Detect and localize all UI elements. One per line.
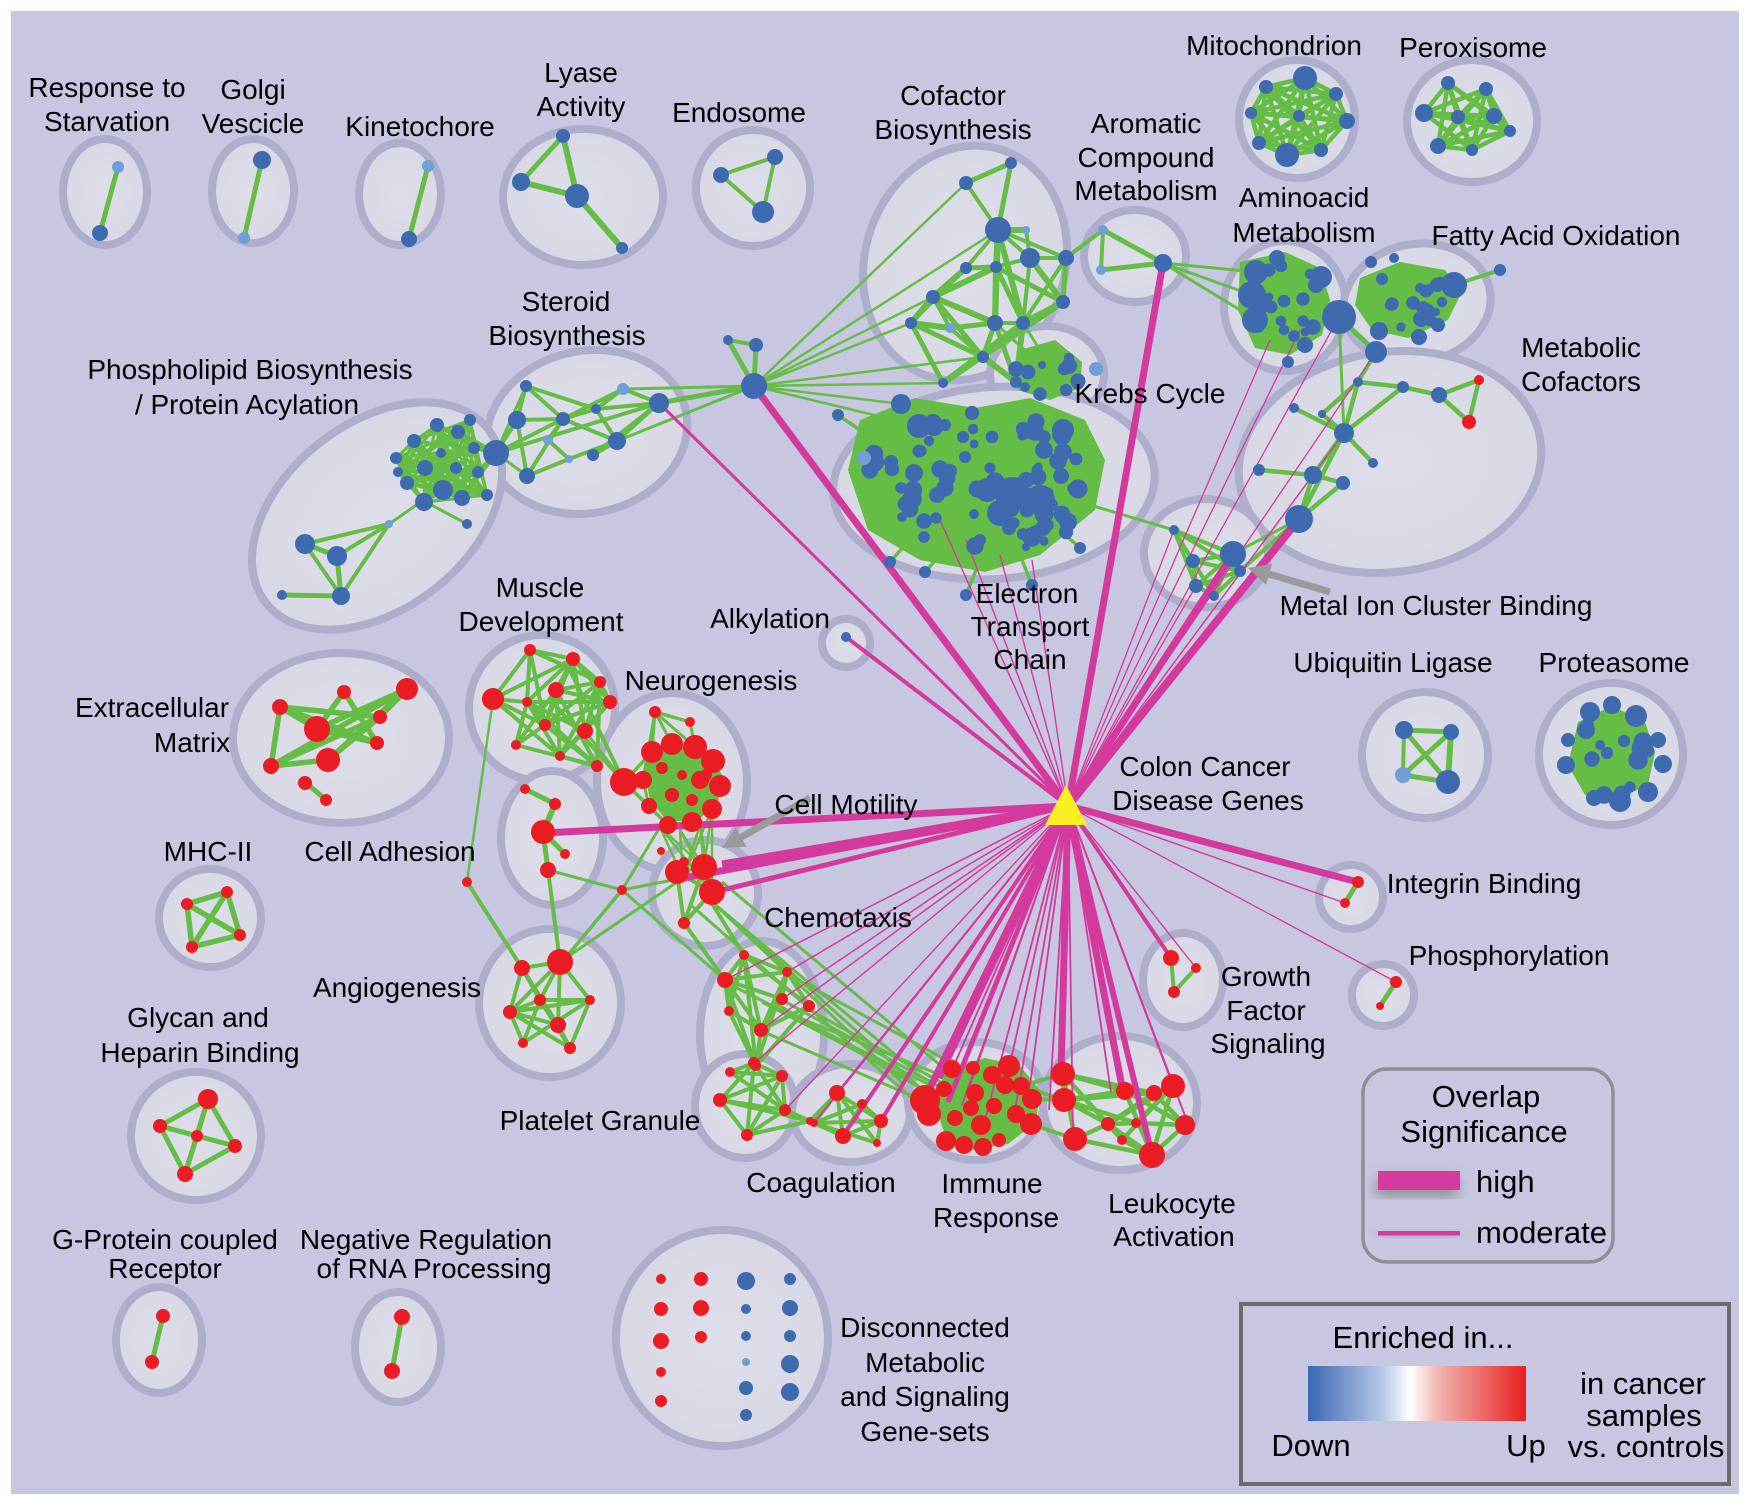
- svg-text:Metabolism: Metabolism: [1232, 217, 1375, 248]
- svg-text:Muscle: Muscle: [496, 572, 585, 603]
- svg-text:Biosynthesis: Biosynthesis: [488, 320, 645, 351]
- svg-text:Colon Cancer: Colon Cancer: [1119, 751, 1290, 782]
- svg-text:Matrix: Matrix: [154, 727, 230, 758]
- svg-text:and Signaling: and Signaling: [840, 1381, 1010, 1412]
- svg-text:Lyase: Lyase: [544, 57, 618, 88]
- svg-text:Cell Adhesion: Cell Adhesion: [304, 836, 475, 867]
- svg-text:Disconnected: Disconnected: [840, 1312, 1010, 1343]
- svg-text:vs. controls: vs. controls: [1568, 1429, 1725, 1464]
- svg-text:Cofactors: Cofactors: [1521, 366, 1641, 397]
- svg-text:Metabolism: Metabolism: [1074, 175, 1217, 206]
- svg-text:Growth: Growth: [1221, 961, 1311, 992]
- svg-text:Extracellular: Extracellular: [75, 692, 229, 723]
- svg-text:Negative Regulation: Negative Regulation: [300, 1224, 552, 1255]
- svg-text:Phospholipid Biosynthesis: Phospholipid Biosynthesis: [87, 354, 412, 385]
- svg-text:of RNA Processing: of RNA Processing: [317, 1253, 552, 1284]
- svg-text:Starvation: Starvation: [44, 106, 170, 137]
- svg-text:Electron: Electron: [976, 578, 1079, 609]
- svg-text:Coagulation: Coagulation: [746, 1167, 895, 1198]
- svg-text:Fatty Acid Oxidation: Fatty Acid Oxidation: [1431, 220, 1680, 251]
- svg-text:Integrin Binding: Integrin Binding: [1387, 868, 1582, 899]
- svg-text:Phosphorylation: Phosphorylation: [1409, 940, 1610, 971]
- svg-text:Golgi: Golgi: [220, 74, 285, 105]
- svg-text:Development: Development: [459, 606, 624, 637]
- svg-text:Cell Motility: Cell Motility: [774, 789, 917, 820]
- svg-text:Aminoacid: Aminoacid: [1239, 182, 1370, 213]
- svg-text:Gene-sets: Gene-sets: [860, 1416, 989, 1447]
- svg-text:Glycan and: Glycan and: [127, 1002, 269, 1033]
- svg-text:Steroid: Steroid: [522, 286, 611, 317]
- svg-text:Biosynthesis: Biosynthesis: [874, 114, 1031, 145]
- svg-text:Response to: Response to: [28, 72, 185, 103]
- svg-text:Heparin Binding: Heparin Binding: [100, 1037, 299, 1068]
- svg-text:moderate: moderate: [1476, 1215, 1607, 1250]
- svg-text:Aromatic: Aromatic: [1091, 108, 1201, 139]
- svg-text:Vescicle: Vescicle: [202, 108, 305, 139]
- svg-text:Cofactor: Cofactor: [900, 80, 1006, 111]
- svg-text:Significance: Significance: [1400, 1114, 1567, 1149]
- svg-text:Activity: Activity: [537, 91, 626, 122]
- svg-text:Mitochondrion: Mitochondrion: [1186, 30, 1362, 61]
- svg-text:in cancer: in cancer: [1580, 1366, 1706, 1401]
- svg-text:/ Protein Acylation: / Protein Acylation: [135, 389, 359, 420]
- svg-text:G-Protein coupled: G-Protein coupled: [52, 1224, 278, 1255]
- svg-text:Krebs Cycle: Krebs Cycle: [1075, 378, 1226, 409]
- svg-text:high: high: [1476, 1164, 1535, 1199]
- svg-text:Enriched in...: Enriched in...: [1333, 1320, 1514, 1355]
- svg-text:Ubiquitin Ligase: Ubiquitin Ligase: [1293, 647, 1492, 678]
- svg-text:Signaling: Signaling: [1210, 1028, 1325, 1059]
- svg-text:Activation: Activation: [1113, 1221, 1234, 1252]
- svg-text:Proteasome: Proteasome: [1539, 647, 1690, 678]
- svg-text:Compound: Compound: [1078, 142, 1215, 173]
- svg-text:Chain: Chain: [993, 644, 1066, 675]
- svg-text:Metabolic: Metabolic: [865, 1347, 985, 1378]
- svg-text:Disease Genes: Disease Genes: [1112, 785, 1303, 816]
- svg-text:MHC-II: MHC-II: [164, 836, 253, 867]
- svg-text:Transport: Transport: [971, 611, 1090, 642]
- svg-text:Angiogenesis: Angiogenesis: [313, 972, 481, 1003]
- svg-text:Immune: Immune: [941, 1168, 1042, 1199]
- svg-text:Alkylation: Alkylation: [710, 603, 830, 634]
- svg-text:Kinetochore: Kinetochore: [345, 111, 494, 142]
- svg-text:Endosome: Endosome: [672, 97, 806, 128]
- svg-text:samples: samples: [1586, 1398, 1701, 1433]
- svg-text:Chemotaxis: Chemotaxis: [764, 902, 912, 933]
- svg-text:Metal Ion Cluster Binding: Metal Ion Cluster Binding: [1280, 590, 1593, 621]
- svg-text:Neurogenesis: Neurogenesis: [625, 665, 798, 696]
- svg-text:Platelet Granule: Platelet Granule: [500, 1105, 701, 1136]
- svg-text:Metabolic: Metabolic: [1521, 332, 1641, 363]
- svg-text:Factor: Factor: [1226, 995, 1305, 1026]
- svg-text:Receptor: Receptor: [108, 1253, 222, 1284]
- svg-text:Leukocyte: Leukocyte: [1108, 1188, 1236, 1219]
- svg-text:Up: Up: [1506, 1428, 1546, 1463]
- svg-text:Down: Down: [1271, 1428, 1350, 1463]
- svg-text:Overlap: Overlap: [1432, 1079, 1541, 1114]
- svg-text:Response: Response: [933, 1202, 1059, 1233]
- svg-text:Peroxisome: Peroxisome: [1399, 32, 1547, 63]
